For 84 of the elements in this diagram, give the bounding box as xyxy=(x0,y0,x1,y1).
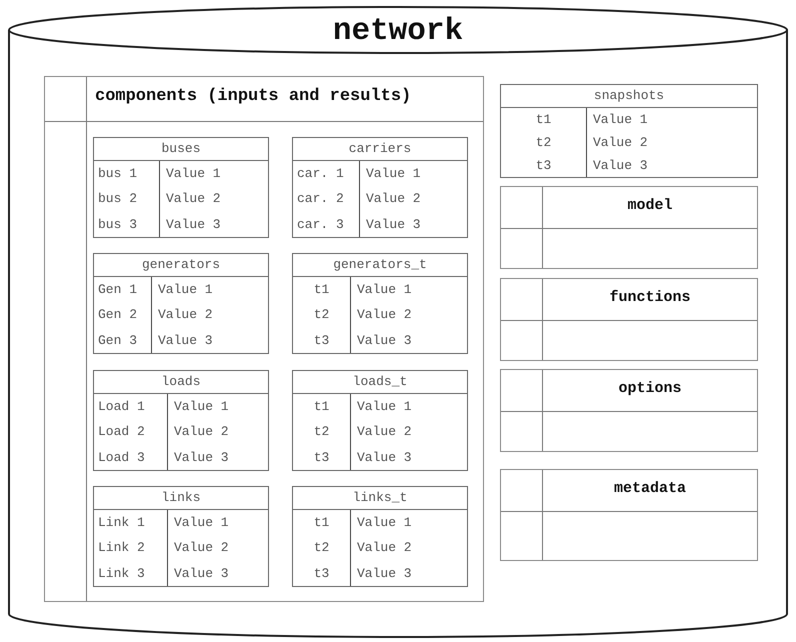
table-title: buses xyxy=(94,138,268,161)
row-value: Value 2 xyxy=(173,423,230,442)
row-label: Load 3 xyxy=(94,444,168,470)
row-label: Load 2 xyxy=(94,419,168,445)
row-value: Value 1 xyxy=(157,281,214,300)
row-value: Value 3 xyxy=(165,216,222,234)
section-panel xyxy=(500,278,758,361)
row-value: Value 2 xyxy=(592,134,649,152)
row-value: Value 3 xyxy=(592,157,649,175)
section-heading: options xyxy=(617,380,682,397)
table-title: generators xyxy=(94,254,268,277)
table-title: loads xyxy=(94,371,268,394)
data-table xyxy=(292,137,468,238)
cylinder-title: network xyxy=(332,13,464,51)
table-title: loads_t xyxy=(293,371,467,394)
row-label: bus 2 xyxy=(94,186,160,212)
data-table xyxy=(93,253,269,354)
components-panel xyxy=(44,76,484,602)
row-value: Value 1 xyxy=(356,281,413,300)
row-label: t3 xyxy=(293,328,351,353)
row-label: bus 3 xyxy=(94,212,160,237)
row-value: Value 1 xyxy=(173,514,230,532)
row-value: Value 1 xyxy=(356,514,413,532)
row-label: t3 xyxy=(293,444,351,470)
data-table xyxy=(93,486,269,587)
row-value: Value 2 xyxy=(356,306,413,324)
row-label: Gen 3 xyxy=(94,328,152,353)
row-label: t2 xyxy=(293,302,351,328)
row-value: Value 2 xyxy=(157,306,214,324)
row-label: Link 1 xyxy=(94,510,168,536)
row-value: Value 2 xyxy=(365,190,422,208)
row-value: Value 2 xyxy=(356,539,413,558)
row-value: Value 1 xyxy=(592,111,649,129)
row-value: Value 1 xyxy=(165,165,222,184)
section-heading: model xyxy=(626,197,674,214)
row-label: t3 xyxy=(501,154,587,177)
row-label: Gen 1 xyxy=(94,277,152,302)
table-title: links xyxy=(94,487,268,510)
row-label: Gen 2 xyxy=(94,302,152,328)
table-title: carriers xyxy=(293,138,467,161)
row-value: Value 1 xyxy=(356,398,413,416)
section-heading: metadata xyxy=(612,480,687,497)
section-panel xyxy=(500,369,758,452)
row-value: Value 3 xyxy=(356,332,413,350)
data-table xyxy=(292,253,468,354)
data-table xyxy=(93,137,269,238)
row-label: t2 xyxy=(501,131,587,154)
row-label: t1 xyxy=(293,510,351,536)
table-title: links_t xyxy=(293,487,467,510)
section-panel xyxy=(500,469,758,561)
row-label: bus 1 xyxy=(94,161,160,186)
row-label: t2 xyxy=(293,535,351,561)
data-table xyxy=(292,370,468,471)
row-label: t1 xyxy=(293,277,351,302)
row-label: t1 xyxy=(501,108,587,131)
row-label: t3 xyxy=(293,560,351,586)
row-label: car. 3 xyxy=(293,212,360,237)
row-value: Value 3 xyxy=(365,216,422,234)
data-table xyxy=(93,370,269,471)
row-label: car. 1 xyxy=(293,161,360,186)
row-label: t1 xyxy=(293,394,351,420)
row-value: Value 3 xyxy=(356,564,413,583)
row-value: Value 2 xyxy=(165,190,222,208)
row-value: Value 2 xyxy=(173,539,230,558)
database-cylinder xyxy=(8,6,788,638)
table-title: snapshots xyxy=(501,85,757,108)
row-label: car. 2 xyxy=(293,186,360,212)
row-value: Value 3 xyxy=(173,564,230,583)
data-table xyxy=(500,84,758,178)
panel-heading: components (inputs and results) xyxy=(95,87,412,106)
row-value: Value 3 xyxy=(173,448,230,467)
table-title: generators_t xyxy=(293,254,467,277)
row-value: Value 2 xyxy=(356,423,413,442)
row-label: Link 3 xyxy=(94,560,168,586)
row-label: t2 xyxy=(293,419,351,445)
row-label: Load 1 xyxy=(94,394,168,420)
data-table xyxy=(292,486,468,587)
section-panel xyxy=(500,186,758,269)
row-value: Value 1 xyxy=(365,165,422,184)
row-label: Link 2 xyxy=(94,535,168,561)
row-value: Value 3 xyxy=(157,332,214,350)
row-value: Value 3 xyxy=(356,448,413,467)
section-heading: functions xyxy=(608,289,692,306)
row-value: Value 1 xyxy=(173,398,230,416)
